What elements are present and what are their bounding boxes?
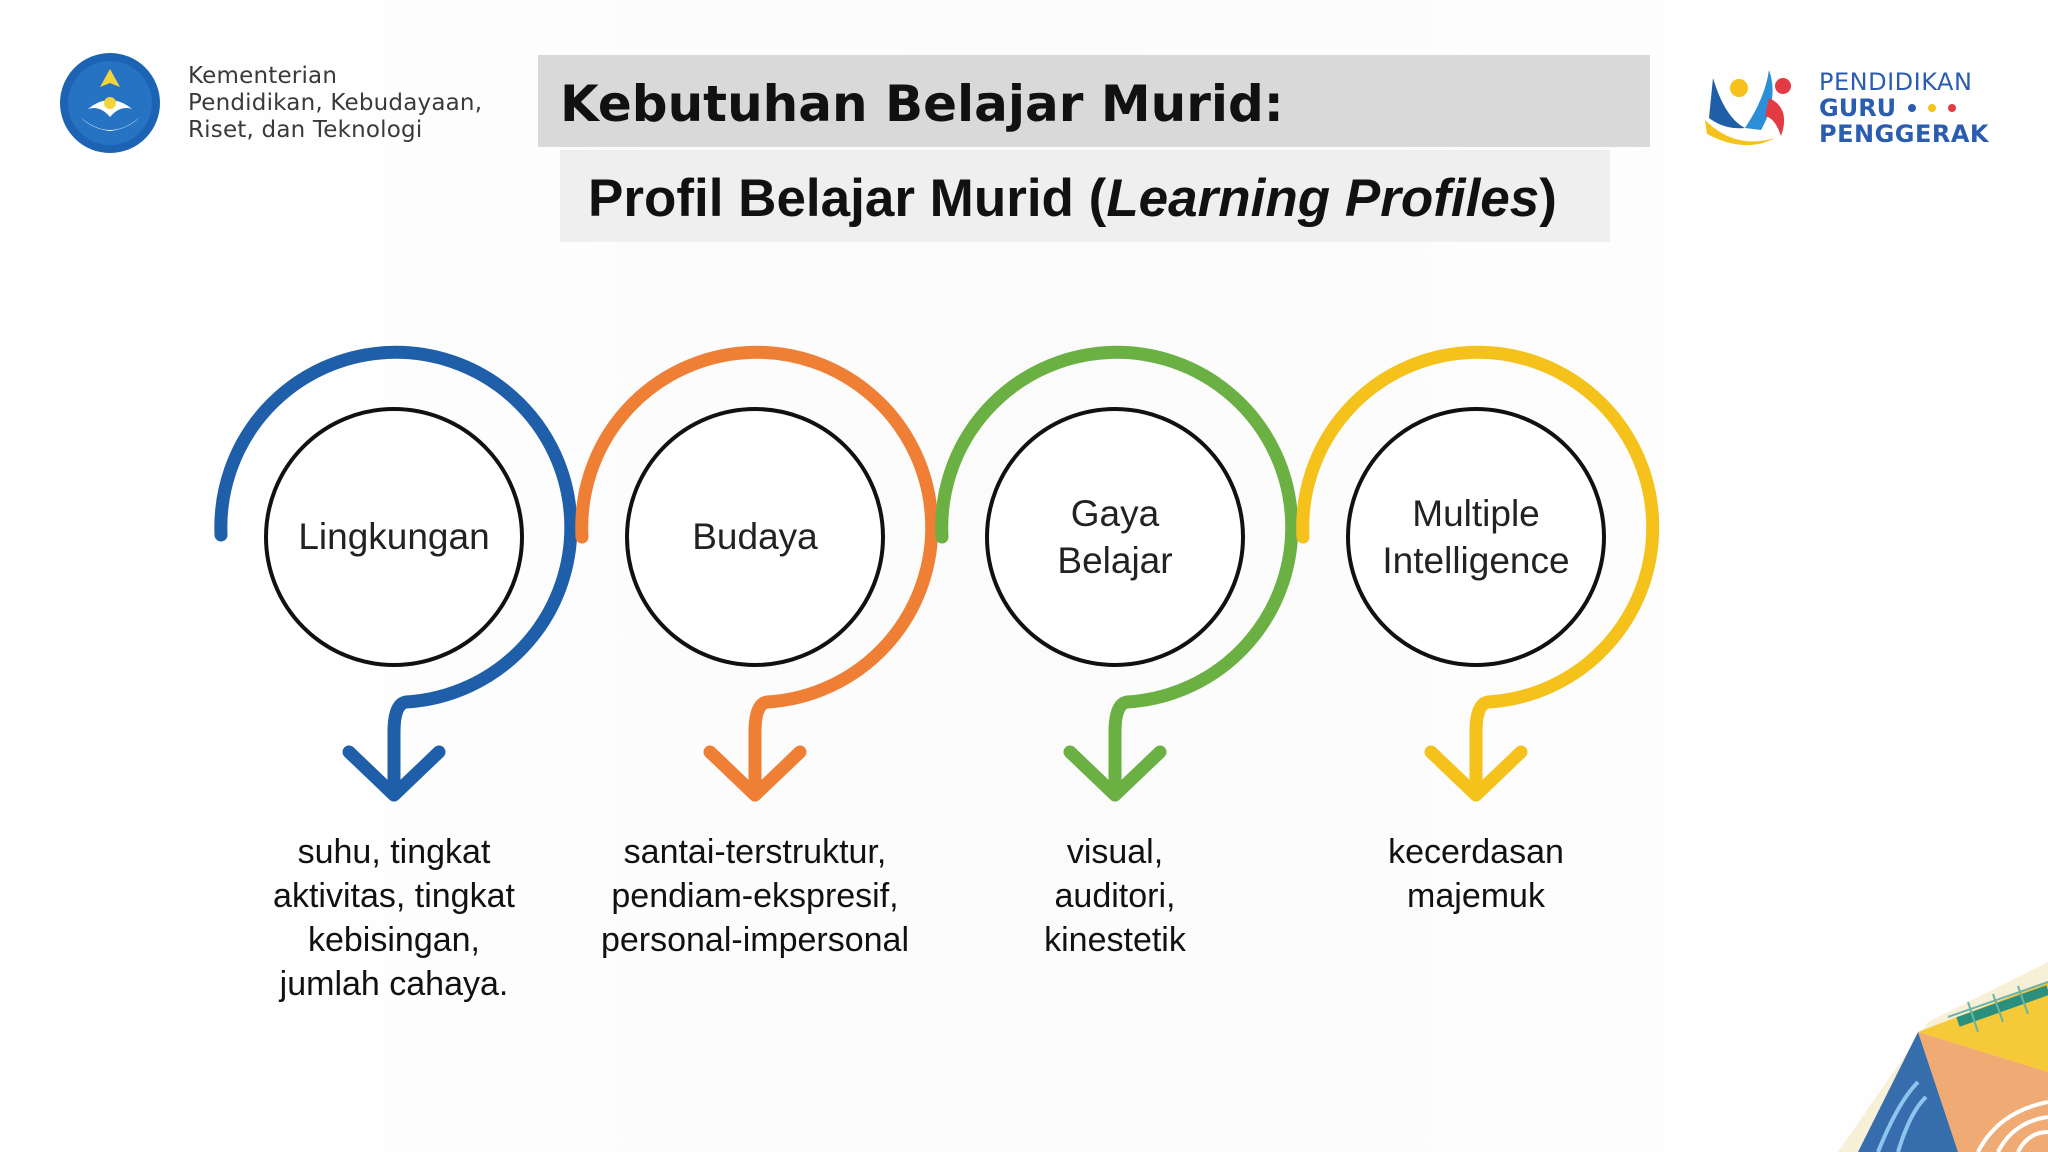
ministry-line: Riset, dan Teknologi [188,116,423,143]
title-box-primary [538,55,1650,147]
description-line: aktivitas, tingkat [273,877,515,915]
yellow-dot-icon [1928,104,1937,112]
subtitle-italic: Learning Profiles [1106,169,1540,228]
spiral-arrow-budaya [575,345,939,794]
description-line: kecerdasan [1388,833,1564,871]
red-dot-icon [1948,104,1957,112]
profile-description-gaya-belajar: visual, auditori, kinestetik [935,830,1295,962]
profile-circle-lingkungan [264,407,524,667]
spiral-arrow-multiple-intelligence [1296,345,1660,794]
spiral-arrow-lingkungan [214,345,578,794]
subtitle-suffix: ) [1539,169,1557,228]
description-line: visual, [1066,833,1164,871]
profile-label-lingkungan: Lingkungan [269,513,519,560]
logo-line-2: GURU [1819,95,1989,121]
profile-label-line: Budaya [692,516,818,557]
guru-penggerak-logo-icon [1705,70,1791,146]
logo-line-1: PENDIDIKAN [1819,68,1973,96]
profile-label-line: Intelligence [1382,540,1570,581]
description-line: kebisingan, [307,921,480,959]
guru-penggerak-logo: PENDIDIKAN GURU PENGGERAK [1695,58,1989,158]
profile-description-budaya: santai-terstruktur, pendiam-ekspresif, p… [575,830,935,962]
arrow-head-gaya-belajar [1063,745,1167,802]
decorative-corner-pattern [1838,962,2048,1152]
page-subtitle: Profil Belajar Murid (Learning Profiles) [588,168,1557,229]
profile-label-line: Belajar [1057,540,1173,581]
description-line: auditori, [1054,877,1176,915]
subtitle-prefix: Profil Belajar Murid ( [588,169,1107,228]
description-line: personal-impersonal [600,921,910,959]
description-line: jumlah cahaya. [279,965,509,1003]
title-box-secondary [560,150,1610,242]
profile-label-multiple-intelligence: Multiple Intelligence [1351,490,1601,584]
ministry-line: Kementerian [188,62,338,89]
profile-label-line: Gaya [1070,493,1160,534]
spiral-arrow-gaya-belajar [935,345,1299,794]
ministry-line: Pendidikan, Kebudayaan, [188,89,483,116]
profile-circle-budaya [625,407,885,667]
profile-label-gaya-belajar: Gaya Belajar [990,490,1240,584]
tut-wuri-handayani-logo-icon [60,53,160,153]
arrow-head-multiple-intelligence [1424,745,1528,802]
logo-line-3: PENGGERAK [1819,120,1990,148]
ministry-name: Kementerian Pendidikan, Kebudayaan, Rise… [188,63,482,144]
profile-circle-gaya-belajar [985,407,1245,667]
description-line: suhu, tingkat [297,833,491,871]
profile-label-budaya: Budaya [630,513,880,560]
guru-penggerak-text: PENDIDIKAN GURU PENGGERAK [1819,69,1989,147]
description-line: kinestetik [1044,921,1186,959]
ministry-header: Kementerian Pendidikan, Kebudayaan, Rise… [58,48,482,158]
description-line: pendiam-ekspresif, [611,877,899,915]
profile-description-lingkungan: suhu, tingkat aktivitas, tingkat kebisin… [214,830,574,1006]
arrow-head-budaya [703,745,807,802]
profile-description-multiple-intelligence: kecerdasan majemuk [1296,830,1656,918]
profile-label-line: Lingkungan [298,516,490,557]
arrow-head-lingkungan [342,745,446,802]
profile-circle-multiple-intelligence [1346,407,1606,667]
description-line: majemuk [1407,877,1545,915]
logo-line-2-text: GURU [1819,94,1897,122]
page-title: Kebutuhan Belajar Murid: [560,75,1284,133]
profile-label-line: Multiple [1412,493,1540,534]
description-line: santai-terstruktur, [623,833,887,871]
blue-dot-icon [1908,104,1917,112]
